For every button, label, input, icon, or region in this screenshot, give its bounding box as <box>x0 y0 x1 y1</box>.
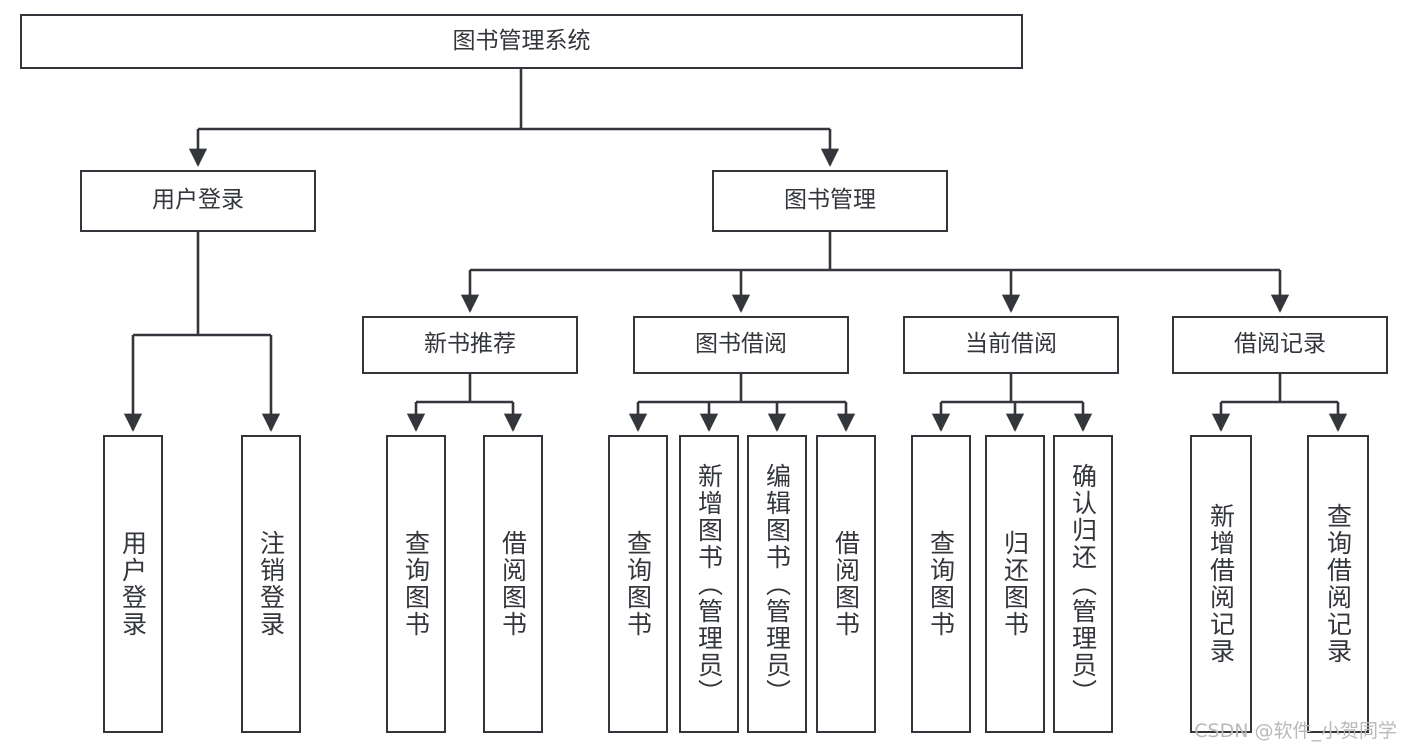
node-user-login-label: 用户登录 <box>152 187 244 214</box>
node-book-manage[interactable]: 图书管理 <box>712 170 948 232</box>
node-leaf-query-book-cb-label: 查询图书 <box>926 530 956 638</box>
node-leaf-query-book-rec-label: 查询图书 <box>401 530 431 638</box>
node-leaf-return-book[interactable]: 归还图书 <box>985 435 1045 733</box>
node-leaf-borrow-book-rec-label: 借阅图书 <box>498 530 528 638</box>
node-book-borrow-label: 图书借阅 <box>695 331 787 358</box>
node-leaf-edit-book[interactable]: 编辑图书（管理员） <box>747 435 807 733</box>
node-leaf-edit-book-label: 编辑图书（管理员） <box>762 462 792 706</box>
node-leaf-query-record-label: 查询借阅记录 <box>1323 503 1353 665</box>
node-leaf-user-login[interactable]: 用户登录 <box>103 435 163 733</box>
node-leaf-borrow-book-br-label: 借阅图书 <box>831 530 861 638</box>
node-leaf-query-record[interactable]: 查询借阅记录 <box>1307 435 1369 733</box>
node-leaf-logout[interactable]: 注销登录 <box>241 435 301 733</box>
node-leaf-add-record-label: 新增借阅记录 <box>1206 503 1236 665</box>
node-current-borrow-label: 当前借阅 <box>965 331 1057 358</box>
node-leaf-confirm-return-label: 确认归还（管理员） <box>1068 462 1098 706</box>
node-leaf-add-book[interactable]: 新增图书（管理员） <box>679 435 739 733</box>
node-borrow-record-label: 借阅记录 <box>1234 331 1326 358</box>
watermark-text: CSDN @软件_小贺同学 <box>1194 720 1397 742</box>
node-leaf-logout-label: 注销登录 <box>256 530 286 638</box>
node-leaf-return-book-label: 归还图书 <box>1000 530 1030 638</box>
node-borrow-record[interactable]: 借阅记录 <box>1172 316 1388 374</box>
node-leaf-query-book-rec[interactable]: 查询图书 <box>386 435 446 733</box>
node-new-book-rec[interactable]: 新书推荐 <box>362 316 578 374</box>
node-book-borrow[interactable]: 图书借阅 <box>633 316 849 374</box>
node-new-book-rec-label: 新书推荐 <box>424 331 516 358</box>
node-leaf-user-login-label: 用户登录 <box>118 530 148 638</box>
node-leaf-borrow-book-rec[interactable]: 借阅图书 <box>483 435 543 733</box>
node-current-borrow[interactable]: 当前借阅 <box>903 316 1119 374</box>
node-book-manage-label: 图书管理 <box>784 187 876 214</box>
node-leaf-confirm-return[interactable]: 确认归还（管理员） <box>1053 435 1113 733</box>
node-leaf-borrow-book-br[interactable]: 借阅图书 <box>816 435 876 733</box>
node-leaf-add-book-label: 新增图书（管理员） <box>694 462 724 706</box>
node-leaf-add-record[interactable]: 新增借阅记录 <box>1190 435 1252 733</box>
node-leaf-query-book-br-label: 查询图书 <box>623 530 653 638</box>
node-root-label: 图书管理系统 <box>452 27 591 54</box>
node-leaf-query-book-br[interactable]: 查询图书 <box>608 435 668 733</box>
node-root[interactable]: 图书管理系统 <box>20 14 1023 69</box>
node-leaf-query-book-cb[interactable]: 查询图书 <box>911 435 971 733</box>
node-user-login[interactable]: 用户登录 <box>80 170 316 232</box>
